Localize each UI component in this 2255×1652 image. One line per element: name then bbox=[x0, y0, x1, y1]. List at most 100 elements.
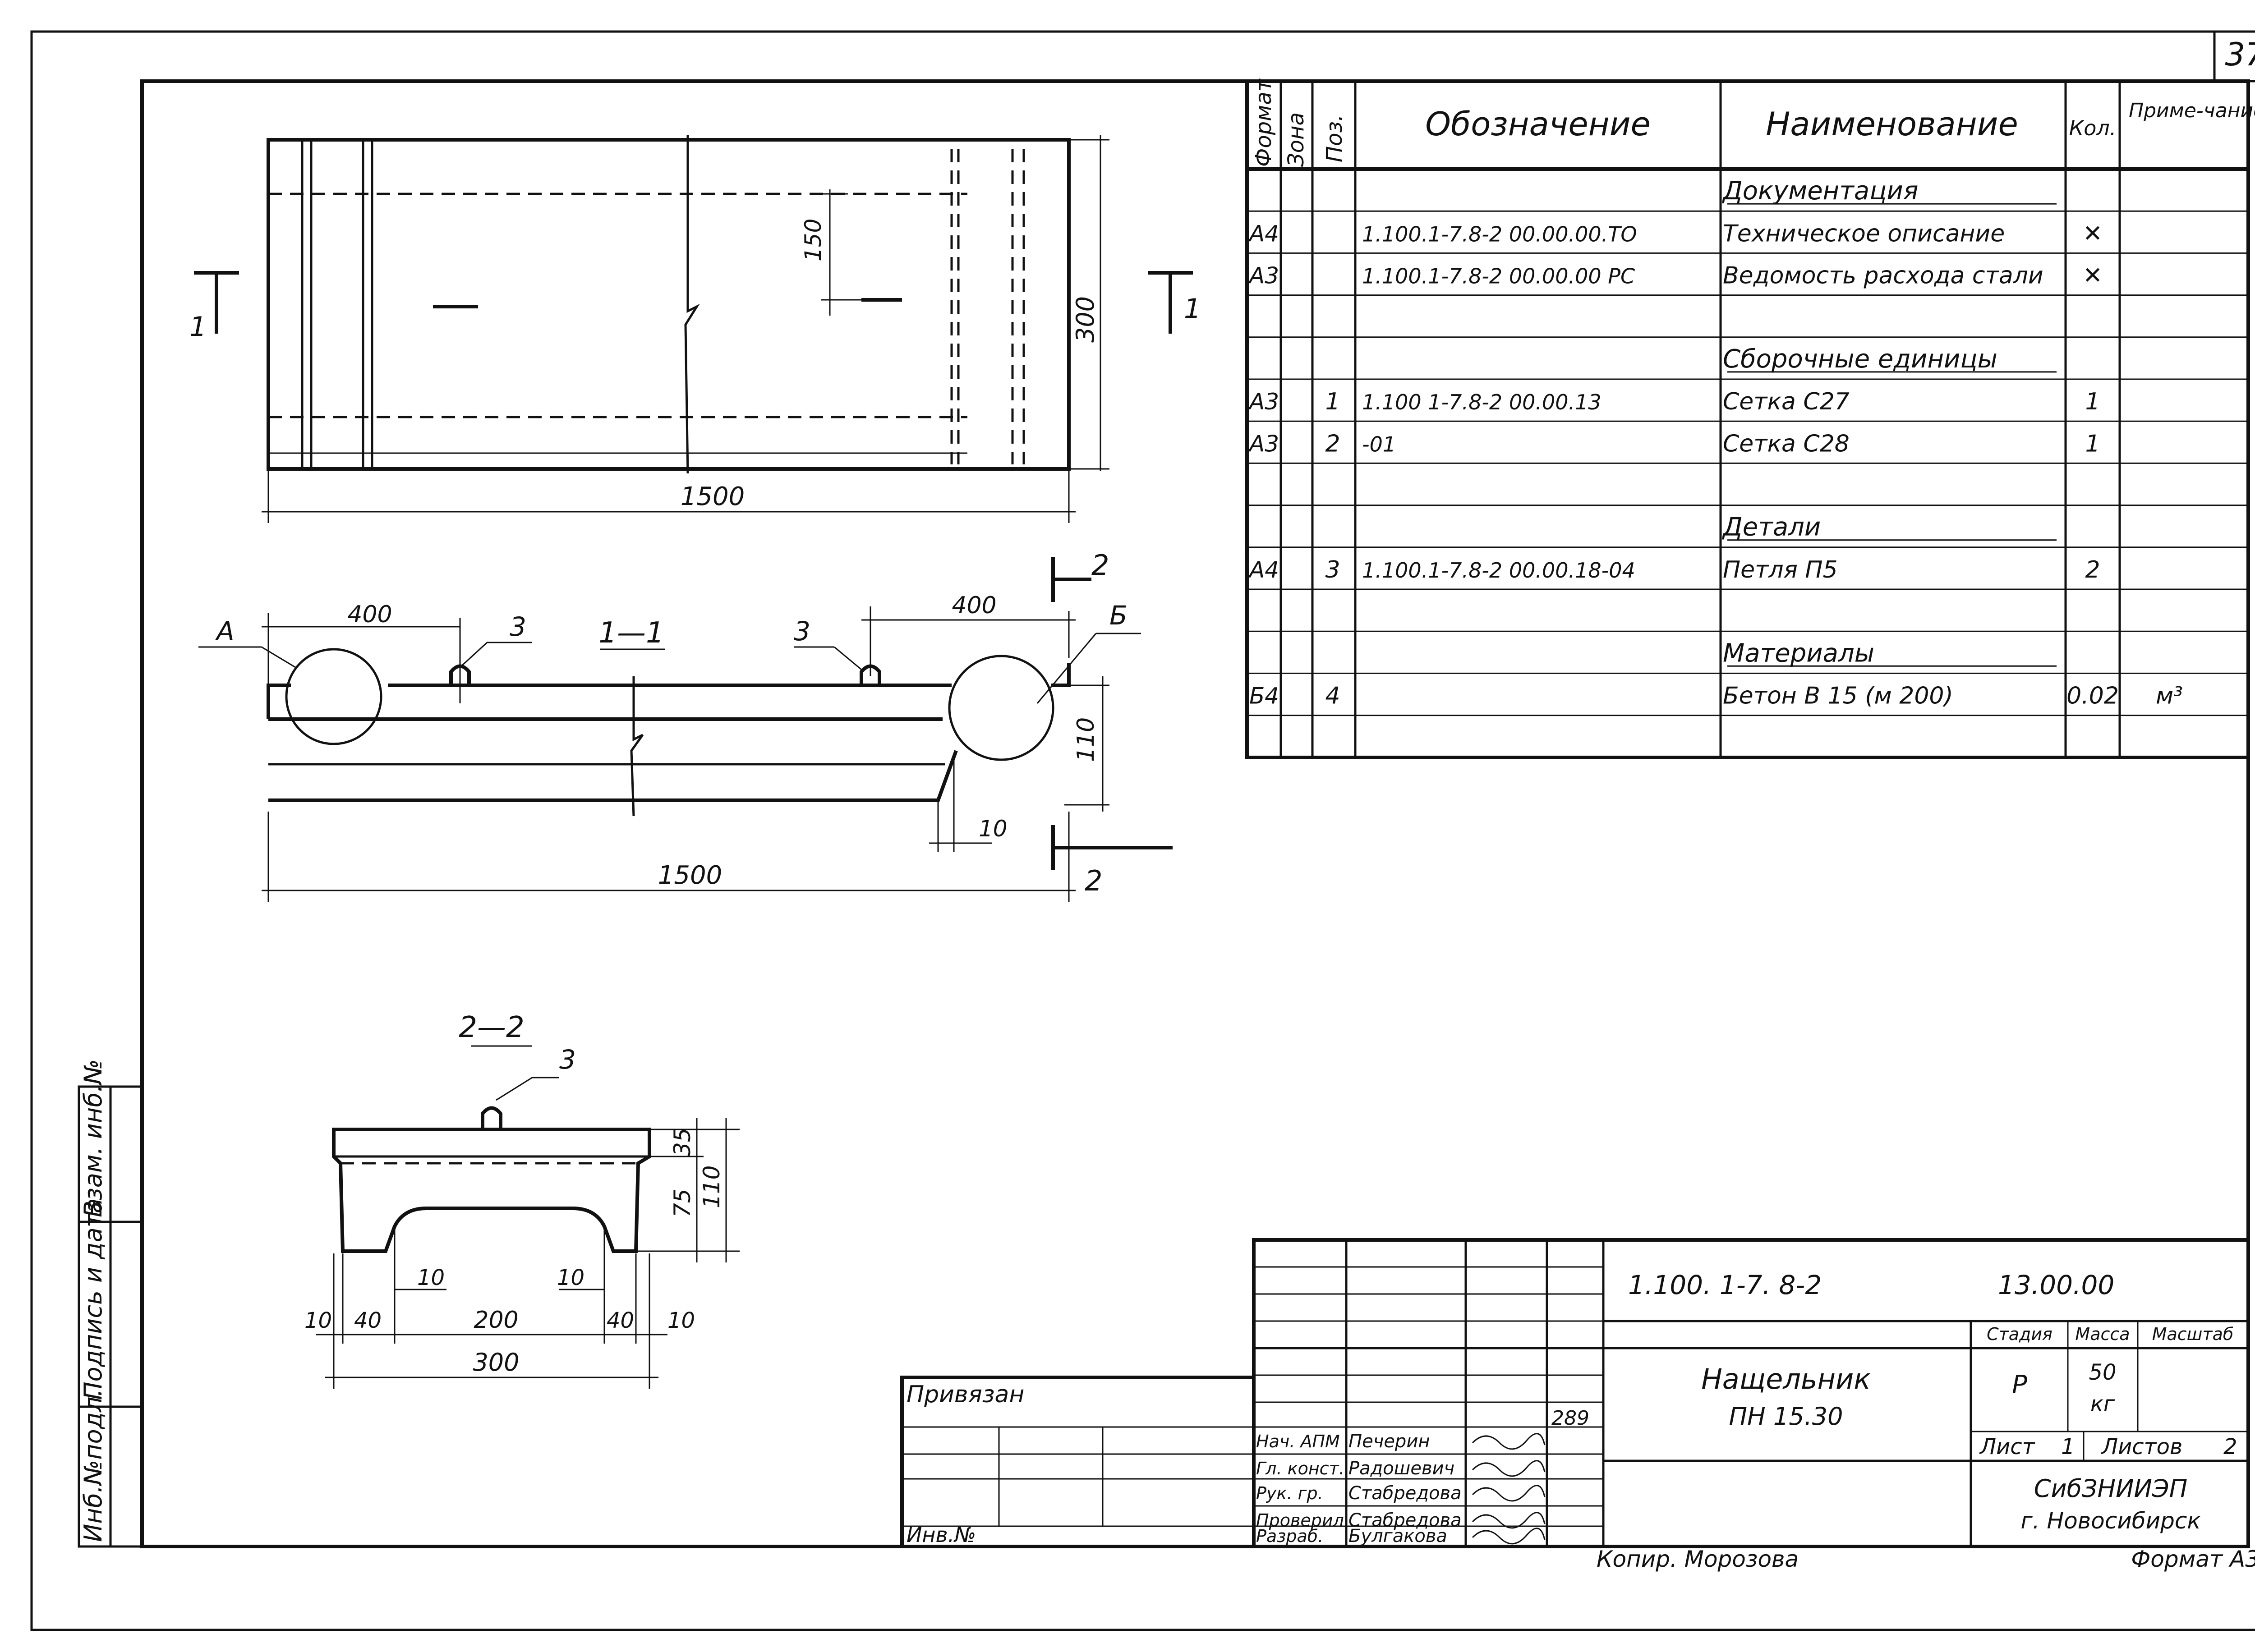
sheet-value: 1 bbox=[2061, 1434, 2075, 1459]
signer-role: Рук. гр. bbox=[1256, 1483, 1323, 1503]
specification-table: Формат Зона Поз. Обозначение Наименовани… bbox=[1245, 78, 2255, 759]
plan-dim-150: 150 bbox=[800, 219, 826, 262]
spec-cell-name: Петля П5 bbox=[1723, 556, 1838, 583]
s11-dim-110: 110 bbox=[1072, 717, 1100, 762]
s22-dim-110: 110 bbox=[699, 1166, 725, 1208]
spec-cell-format: А4 bbox=[1248, 557, 1279, 583]
spec-cell-designation: 1.100.1-7.8-2 00.00.18-04 bbox=[1362, 558, 1635, 583]
spec-cell-pos: 3 bbox=[1325, 556, 1340, 583]
signature-mark bbox=[1472, 1460, 1546, 1477]
s11-callout-b: Б bbox=[1109, 600, 1128, 631]
s11-section-mark-bottom: 2 bbox=[1085, 864, 1102, 897]
spec-cell-name: Сборочные единицы bbox=[1723, 344, 1997, 374]
product-mark: ПН 15.30 bbox=[1729, 1402, 1843, 1431]
s11-dim-400-right: 400 bbox=[952, 592, 996, 619]
mass-header: Масса bbox=[2075, 1324, 2130, 1344]
header-designation: Обозначение bbox=[1425, 105, 1651, 143]
signer-row: Разраб.Булгакова bbox=[1256, 1526, 1546, 1546]
plan-section-mark-left: 1 bbox=[189, 311, 207, 343]
plan-dim-300: 300 bbox=[1071, 296, 1100, 343]
s22-title: 2—2 bbox=[459, 1011, 524, 1044]
signer-name: Булгакова bbox=[1348, 1526, 1447, 1546]
spec-cell-pos: 1 bbox=[1325, 388, 1340, 415]
s22-dim-35: 35 bbox=[669, 1128, 695, 1156]
spec-cell-name: Бетон В 15 (м 200) bbox=[1723, 683, 1953, 710]
spec-cell-pos: 4 bbox=[1325, 683, 1340, 710]
mass-value: 50 bbox=[2089, 1360, 2116, 1385]
header-format: Формат bbox=[1251, 78, 1276, 167]
s22-dim-b10r: 10 bbox=[667, 1308, 695, 1333]
side-label-inv: Инб.№подл. bbox=[79, 1389, 107, 1542]
signature-mark bbox=[1472, 1485, 1546, 1502]
spec-cell-name: Ведомость расхода стали bbox=[1723, 262, 2043, 289]
signer-role: Гл. конст. bbox=[1256, 1459, 1344, 1478]
spec-cell-name: Детали bbox=[1721, 513, 1821, 542]
signer-role: Проверил bbox=[1256, 1510, 1344, 1530]
header-name: Наименование bbox=[1766, 105, 2018, 143]
privyazan-label: Привязан bbox=[907, 1381, 1024, 1408]
org-city: г. Новосибирск bbox=[2020, 1508, 2200, 1534]
stage-header: Стадия bbox=[1987, 1324, 2053, 1344]
sheets-value: 2 bbox=[2223, 1434, 2237, 1459]
spec-cell-qty: 1 bbox=[2085, 430, 2100, 457]
spec-section-row: Документация bbox=[1721, 176, 2057, 206]
side-label-sign: Подпись и дата bbox=[79, 1198, 107, 1400]
signature-mark bbox=[1472, 1433, 1546, 1450]
section-1-1: 400 400 110 10 1500 А Б 3 3 1—1 bbox=[198, 549, 1173, 902]
s22-dim-b40r: 40 bbox=[607, 1308, 634, 1333]
signer-name: Радошевич bbox=[1348, 1458, 1454, 1479]
footer-format: Формат А3 bbox=[2131, 1546, 2255, 1572]
spec-section-row: Материалы bbox=[1723, 638, 2057, 668]
signature-mark bbox=[1472, 1528, 1546, 1545]
spec-cell-format: А3 bbox=[1248, 431, 1279, 457]
side-stamp: Инб.№подл. Подпись и дата Взам. инб.№ bbox=[78, 1059, 143, 1548]
side-label-replace: Взам. инб.№ bbox=[79, 1059, 107, 1217]
spec-cell-qty: 0.02 bbox=[2066, 683, 2119, 710]
outer-border bbox=[30, 30, 2255, 1631]
signer-row: Рук. гр.Стабредова bbox=[1256, 1483, 1546, 1504]
doc-suffix: 13.00.00 bbox=[1998, 1270, 2114, 1300]
spec-cell-designation: 1.100 1-7.8-2 00.00.13 bbox=[1362, 390, 1602, 414]
spec-cell-name: Техническое описание bbox=[1723, 220, 2005, 247]
org-name: СибЗНИИЭП bbox=[2034, 1474, 2187, 1503]
signer-role: Нач. АПМ bbox=[1256, 1432, 1340, 1451]
spec-cell-note: м³ bbox=[2156, 683, 2183, 710]
plan-view: 150 300 1500 1 1 bbox=[189, 135, 1201, 523]
s11-callout-a: А bbox=[215, 616, 235, 647]
s22-dim-b40l: 40 bbox=[354, 1308, 382, 1333]
s11-section-mark-top: 2 bbox=[1091, 549, 1109, 582]
s11-dim-1500: 1500 bbox=[658, 861, 723, 890]
spec-cell-designation: -01 bbox=[1362, 432, 1396, 456]
spec-cell-designation: 1.100.1-7.8-2 00.00.00.ТО bbox=[1362, 222, 1637, 246]
s22-dim-10a: 10 bbox=[417, 1265, 445, 1290]
signer-name: Стабредова bbox=[1348, 1510, 1462, 1531]
spec-cell-qty: ✕ bbox=[2083, 220, 2103, 247]
product-name: Нащельник bbox=[1701, 1363, 1871, 1395]
section-2-2: 2—2 3 35 75 110 10 40 200 40 10 10 10 30… bbox=[304, 1011, 740, 1389]
spec-section-row: Сборочные единицы bbox=[1723, 344, 2057, 374]
s22-pos-3: 3 bbox=[559, 1044, 576, 1075]
signer-name: Печерин bbox=[1348, 1431, 1430, 1452]
scale-header: Масштаб bbox=[2152, 1324, 2234, 1344]
spec-cell-qty: 1 bbox=[2085, 388, 2100, 415]
plan-section-mark-right: 1 bbox=[1184, 293, 1201, 325]
doc-code: 1.100. 1-7. 8-2 bbox=[1628, 1270, 1822, 1300]
mass-unit: кг bbox=[2090, 1391, 2115, 1417]
s11-pos-3-right: 3 bbox=[794, 616, 810, 647]
s11-dim-400-left: 400 bbox=[347, 601, 392, 628]
spec-cell-format: А3 bbox=[1248, 263, 1279, 289]
sheets-label: Листов bbox=[2101, 1434, 2182, 1459]
spec-cell-format: А3 bbox=[1248, 389, 1279, 415]
inv-no-label: Инв.№ bbox=[907, 1523, 976, 1547]
spec-cell-format: Б4 bbox=[1249, 683, 1279, 709]
s22-dim-b200: 200 bbox=[474, 1307, 518, 1334]
spec-row: Б4 4 Бетон В 15 (м 200) 0.02 м³ bbox=[1249, 683, 2183, 710]
s22-dim-10b: 10 bbox=[557, 1265, 584, 1290]
s22-dim-300: 300 bbox=[473, 1348, 519, 1377]
